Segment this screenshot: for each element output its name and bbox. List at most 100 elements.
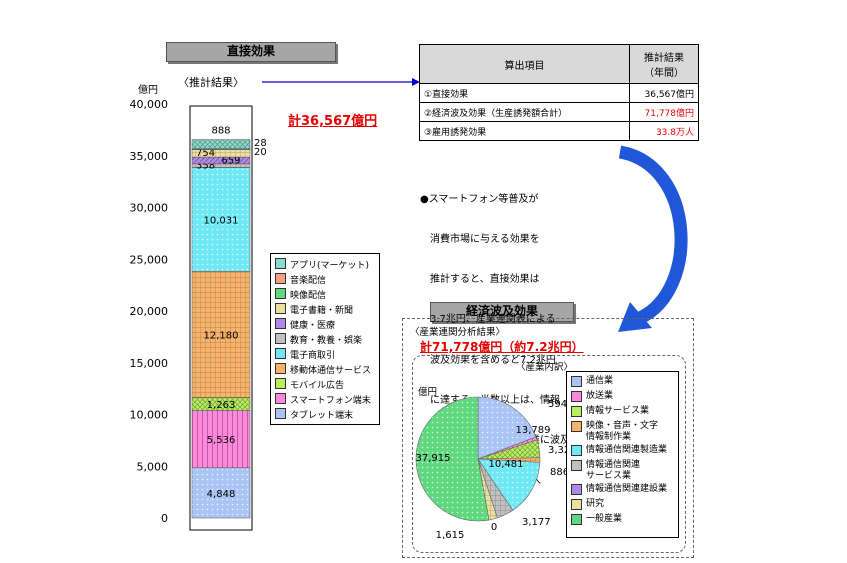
legend-item: 情報通信関連 サービス業 — [571, 460, 640, 481]
result-table: 算出項目 推計結果 （年間） ①直接効果 36,567億円 ②経済波及効果（生産… — [419, 44, 699, 141]
bar-segment — [191, 410, 251, 469]
legend-label: 音楽配信 — [290, 276, 327, 286]
table-row: ②経済波及効果（生産誘発額合計） 71,778億円 — [419, 102, 699, 122]
pie-slice — [477, 458, 541, 511]
table-row-label: ②経済波及効果（生産誘発額合計） — [419, 102, 630, 122]
legend-label: 研究 — [586, 499, 605, 509]
table-row-label: ①直接効果 — [419, 83, 630, 103]
legend-label: 一般産業 — [586, 514, 623, 524]
legend-item: 情報通信関連建設業 — [571, 484, 667, 496]
legend-item: 一般産業 — [571, 514, 622, 526]
pie-data-label: 594 — [548, 399, 567, 410]
bar-data-label: 754 — [196, 148, 215, 159]
y-tick-label: 20,000 — [130, 305, 169, 318]
pie-data-label: 3,177 — [522, 517, 551, 528]
y-tick-label: 25,000 — [130, 253, 169, 266]
legend-swatch — [275, 348, 286, 359]
direct-effect-header: 直接効果 — [166, 42, 336, 62]
curved-arrow-icon — [618, 145, 688, 332]
legend-label: 映像配信 — [290, 291, 327, 301]
legend-item: 情報サービス業 — [571, 406, 649, 418]
legend-swatch — [571, 406, 582, 417]
legend-item: 電子書籍・新聞 — [275, 303, 354, 316]
pie-data-label: 13,789 — [516, 425, 551, 436]
pie-panel — [412, 355, 686, 553]
bar-segment — [191, 467, 251, 519]
y-tick-label: 40,000 — [130, 98, 169, 111]
legend-swatch — [571, 460, 582, 471]
economic-effect-panel — [402, 318, 694, 558]
table-row-label: ③雇用誘発効果 — [419, 121, 630, 141]
legend-item: 情報通信関連製造業 — [571, 445, 667, 457]
legend-swatch — [275, 363, 286, 374]
left-sublabel: 〈推計結果〉 — [178, 76, 244, 89]
note-line: 推計すると、直接効果は — [420, 274, 540, 286]
bar-frame — [189, 105, 253, 531]
table-header-row: 算出項目 推計結果 （年間） — [419, 44, 699, 84]
legend-item: アプリ(マーケット) — [275, 258, 370, 271]
legend-label: アプリ(マーケット) — [290, 261, 370, 271]
economic-effect-header: 経済波及効果 — [430, 302, 574, 322]
legend-swatch — [275, 333, 286, 344]
legend-label: モバイル広告 — [290, 381, 345, 391]
legend-label: 情報サービス業 — [586, 406, 650, 416]
bar-segment — [191, 139, 251, 149]
legend-label: 映像・音声・文字 情報制作業 — [586, 421, 659, 442]
bar-data-label: 10,031 — [204, 215, 239, 226]
pie-data-label: 1,615 — [436, 530, 465, 540]
stacked-bar-chart: 05,00010,00015,00020,00025,00030,00035,0… — [130, 98, 267, 531]
y-tick-label: 0 — [161, 512, 168, 525]
bar-data-label: 4,848 — [207, 489, 236, 500]
pie-slice — [477, 396, 537, 460]
legend-label: 移動体通信サービス — [290, 366, 372, 376]
legend-swatch — [571, 499, 582, 510]
note-line: 3.7兆円、産業連関表による — [420, 314, 556, 326]
legend-swatch — [275, 303, 286, 314]
pie-data-label: 886 — [550, 467, 569, 478]
bar-data-label: 659 — [221, 155, 240, 166]
table-row-value: 33.8万人 — [629, 121, 699, 141]
y-tick-label: 35,000 — [130, 150, 169, 163]
pie-data-label: 3,322 — [548, 445, 570, 456]
bar-data-label: 12,180 — [204, 330, 239, 341]
bar-legend: アプリ(マーケット) 音楽配信映像配信電子書籍・新聞健康・医療教育・教養・娯楽電子… — [270, 253, 380, 425]
pie-data-label: 0 — [491, 522, 497, 533]
legend-item: 教育・教養・娯楽 — [275, 333, 363, 346]
table-row-value: 71,778億円 — [629, 102, 699, 122]
legend-swatch — [571, 484, 582, 495]
bar-data-label: 28 — [254, 138, 267, 149]
bar-data-label: 358 — [196, 161, 215, 172]
legend-swatch — [275, 393, 286, 404]
legend-label: 健康・医療 — [290, 321, 336, 331]
legend-item: モバイル広告 — [275, 378, 345, 391]
legend-label: タブレット端末 — [290, 411, 354, 421]
table-header-result-line2: （年間） — [644, 68, 684, 79]
legend-label: 電子商取引 — [290, 351, 336, 361]
y-tick-label: 30,000 — [130, 202, 169, 215]
pie-unit-label: 億円 — [418, 387, 438, 398]
note-line: ●スマートフォン等普及が — [420, 193, 539, 205]
bar-data-label: 1,263 — [207, 400, 236, 411]
legend-item: 映像・音声・文字 情報制作業 — [571, 421, 658, 442]
legend-swatch — [275, 273, 286, 284]
legend-label: 電子書籍・新聞 — [290, 306, 354, 316]
right-sublabel: 〈産業連関分析結果〉 — [410, 327, 506, 338]
legend-item: タブレット端末 — [275, 408, 354, 421]
legend-swatch — [571, 421, 582, 432]
inner-sublabel: 〈産業内訳〉 — [516, 362, 574, 373]
legend-swatch — [275, 318, 286, 329]
legend-label: 放送業 — [586, 391, 614, 401]
legend-label: 通信業 — [586, 376, 614, 386]
legend-label: 教育・教養・娯楽 — [290, 336, 363, 346]
pie-data-label: 37,915 — [416, 453, 451, 464]
note-line: 波及効果を含めると7.2兆円 — [420, 354, 556, 366]
legend-item: 音楽配信 — [275, 273, 327, 286]
legend-item: 健康・医療 — [275, 318, 336, 331]
legend-item: 移動体通信サービス — [275, 363, 372, 376]
table-row: ①直接効果 36,567億円 — [419, 83, 699, 103]
bar-segment — [191, 167, 251, 272]
total-direct-label: 計36,567億円 — [288, 114, 378, 129]
table-header-item: 算出項目 — [419, 44, 630, 84]
table-row: ③雇用誘発効果 33.8万人 — [419, 121, 699, 141]
